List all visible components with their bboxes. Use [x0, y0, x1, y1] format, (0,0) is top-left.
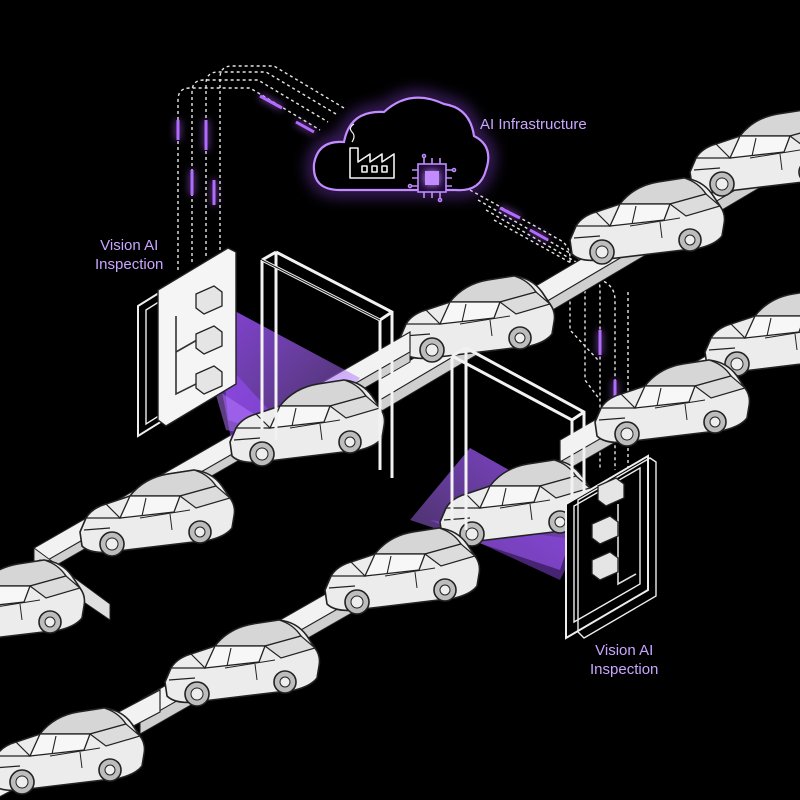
car-icon [324, 527, 481, 615]
data-flow-glow-right [499, 206, 617, 410]
factory-icon [349, 123, 395, 179]
data-flow-glow-left [176, 94, 315, 205]
car-icon [399, 275, 556, 363]
car-icon [79, 469, 236, 557]
vision-ai-inspection-label-right: Vision AI Inspection [590, 642, 659, 678]
car-icon [164, 619, 321, 707]
car-icon [0, 559, 86, 647]
cloud-icon [308, 92, 494, 196]
ai-infrastructure-label: AI Infrastructure [480, 116, 587, 133]
camera-icon [591, 477, 625, 581]
car-icon [0, 707, 146, 795]
vision-ai-inspection-label-left: Vision AI Inspection [95, 237, 164, 273]
camera-icon [195, 285, 223, 395]
car-icon [689, 109, 800, 197]
ai-chip-icon [407, 153, 457, 203]
inspection-panel-right [565, 454, 657, 640]
car-icon [594, 359, 751, 447]
car-icon [569, 177, 726, 265]
data-flow-lines-left [177, 65, 345, 270]
